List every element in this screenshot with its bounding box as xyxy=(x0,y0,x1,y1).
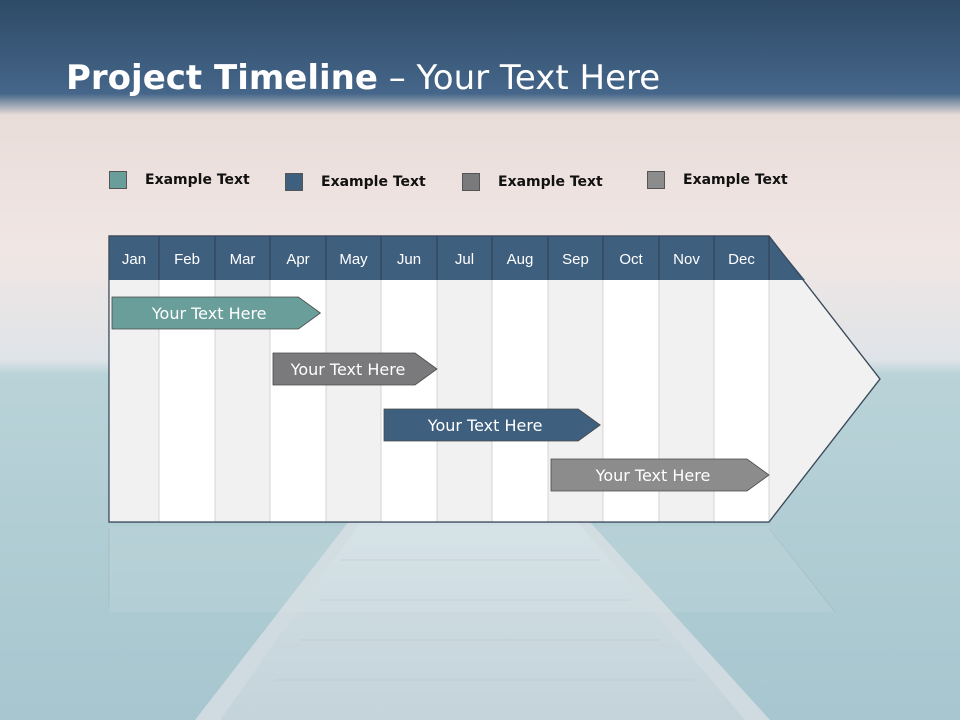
month-column-jul xyxy=(437,280,492,522)
title-rest: – Your Text Here xyxy=(377,58,661,98)
month-label-nov: Nov xyxy=(673,251,700,268)
month-column-aug xyxy=(492,280,548,522)
legend-label-2: Example Text xyxy=(321,174,426,190)
month-label-apr: Apr xyxy=(286,251,309,268)
task-label-4: Your Text Here xyxy=(595,466,711,485)
task-label-3: Your Text Here xyxy=(427,416,543,435)
legend-item-3: Example Text xyxy=(462,172,603,192)
task-label-2: Your Text Here xyxy=(290,360,406,379)
legend-item-1: Example Text xyxy=(109,170,250,190)
month-column-may xyxy=(326,280,381,522)
legend-item-2: Example Text xyxy=(285,172,426,192)
month-label-jun: Jun xyxy=(397,251,421,268)
month-label-feb: Feb xyxy=(174,251,200,268)
title-bold: Project Timeline xyxy=(66,58,378,98)
task-label-1: Your Text Here xyxy=(151,304,267,323)
task-bar-1 xyxy=(111,296,322,330)
month-label-may: May xyxy=(339,251,368,268)
legend-swatch-1 xyxy=(109,171,127,189)
month-label-dec: Dec xyxy=(728,251,755,268)
month-label-jul: Jul xyxy=(455,251,474,268)
legend-item-4: Example Text xyxy=(647,170,788,190)
month-column-jun xyxy=(381,280,437,522)
legend-swatch-2 xyxy=(285,173,303,191)
page-title: Project Timeline – Your Text Here xyxy=(66,58,660,98)
month-label-mar: Mar xyxy=(230,251,256,268)
month-header-band xyxy=(109,236,805,280)
task-bar-4 xyxy=(550,458,770,492)
timeline-reflection xyxy=(109,526,835,612)
month-label-sep: Sep xyxy=(562,251,589,268)
month-label-aug: Aug xyxy=(507,251,534,268)
task-bar-2 xyxy=(272,352,438,386)
legend-swatch-3 xyxy=(462,173,480,191)
legend-label-1: Example Text xyxy=(145,172,250,188)
legend-label-4: Example Text xyxy=(683,172,788,188)
timeline-arrow-outline xyxy=(108,235,881,523)
legend-swatch-4 xyxy=(647,171,665,189)
month-label-oct: Oct xyxy=(619,251,643,268)
month-label-jan: Jan xyxy=(122,251,146,268)
task-bar-3 xyxy=(383,408,601,442)
reflection-edge-right xyxy=(768,527,836,613)
legend-label-3: Example Text xyxy=(498,174,603,190)
